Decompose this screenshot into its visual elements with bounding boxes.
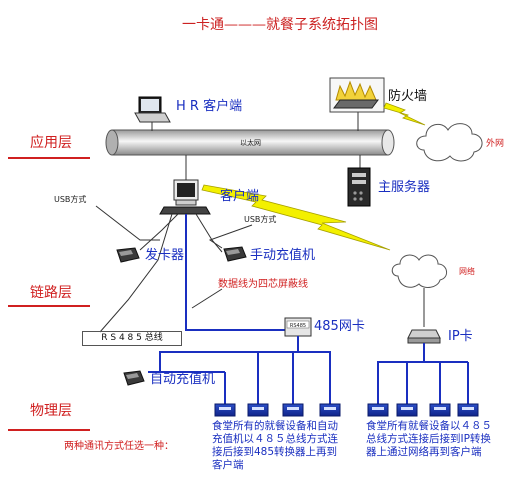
dining-terminal-icon: [396, 403, 418, 417]
diagram-title: 一卡通———就餐子系统拓扑图: [182, 17, 378, 33]
ip-converter-icon: [407, 329, 441, 344]
client-to-card-issuer-line: [139, 213, 179, 251]
external-cloud-icon: [416, 123, 483, 162]
card-issuer-icon: [116, 247, 140, 263]
lightning-icon: [201, 102, 426, 251]
rs485-converter-icon: RS485: [284, 317, 312, 337]
usb-left-label: USB方式: [54, 195, 87, 204]
auto-recharger-icon: [123, 370, 145, 386]
rs485-bus-link: [99, 213, 173, 333]
dining-terminal-icon: [282, 403, 304, 417]
external-net-label: 外网: [486, 139, 505, 149]
dining-terminal-icon: [457, 403, 479, 417]
left-option-note: 食堂所有的就餐设备和自动充值机以４８５总线方式连接后接到485转换器上再到客户端: [212, 420, 338, 471]
hr-client-label: H R 客户端: [176, 99, 243, 114]
dining-terminal-icon: [367, 403, 389, 417]
layer-label-link: 链路层: [30, 285, 72, 301]
rs485-card-label: 485网卡: [314, 319, 365, 334]
cable-note: 数据线为四芯屏蔽线: [218, 279, 308, 290]
main-server-label: 主服务器: [378, 180, 431, 195]
left-device-bus: [148, 336, 331, 404]
workstation-icon: [159, 179, 211, 215]
layer-label-physical: 物理层: [30, 403, 72, 419]
network-label: 网络: [459, 267, 475, 276]
rs485-box-label: RS485: [290, 323, 306, 329]
rs485-bus-label: R S 4 8 5 总线: [82, 331, 182, 346]
dining-terminal-icon: [247, 403, 269, 417]
layer-label-application: 应用层: [30, 135, 72, 151]
client-label: 客户端: [220, 189, 260, 204]
ethernet-label: 以太网: [240, 139, 261, 147]
usb-right-label: USB方式: [244, 215, 277, 224]
ethernet-backbone: [105, 129, 395, 156]
choice-note: 两种通讯方式任选一种：: [64, 441, 174, 452]
network-cloud-icon: [391, 254, 447, 288]
firewall-label: 防火墙: [388, 89, 428, 104]
client-to-recharger-line: [195, 213, 223, 253]
dining-terminal-icon: [319, 403, 341, 417]
cable-note-pointer: [191, 288, 223, 309]
right-option-note: 食堂所有就餐设备以４８５总线方式连接后接到IP转换器上通过网络再到客户端: [366, 420, 492, 458]
ip-card-label: IP卡: [448, 329, 473, 344]
manual-recharger-label: 手动充值机: [250, 248, 316, 263]
dining-terminal-icon: [214, 403, 236, 417]
server-icon: [347, 155, 371, 207]
card-issuer-label: 发卡器: [145, 248, 185, 263]
usb-line-left: [95, 205, 160, 241]
client-to-485-cable: [185, 214, 285, 331]
laptop-icon: [134, 96, 171, 131]
firewall-icon: [329, 77, 385, 131]
dining-terminal-icon: [429, 403, 451, 417]
usb-line-right: [208, 224, 253, 249]
auto-recharger-label: 自动充值机: [150, 372, 216, 387]
right-device-bus: [377, 343, 469, 404]
manual-recharger-icon: [223, 246, 247, 262]
